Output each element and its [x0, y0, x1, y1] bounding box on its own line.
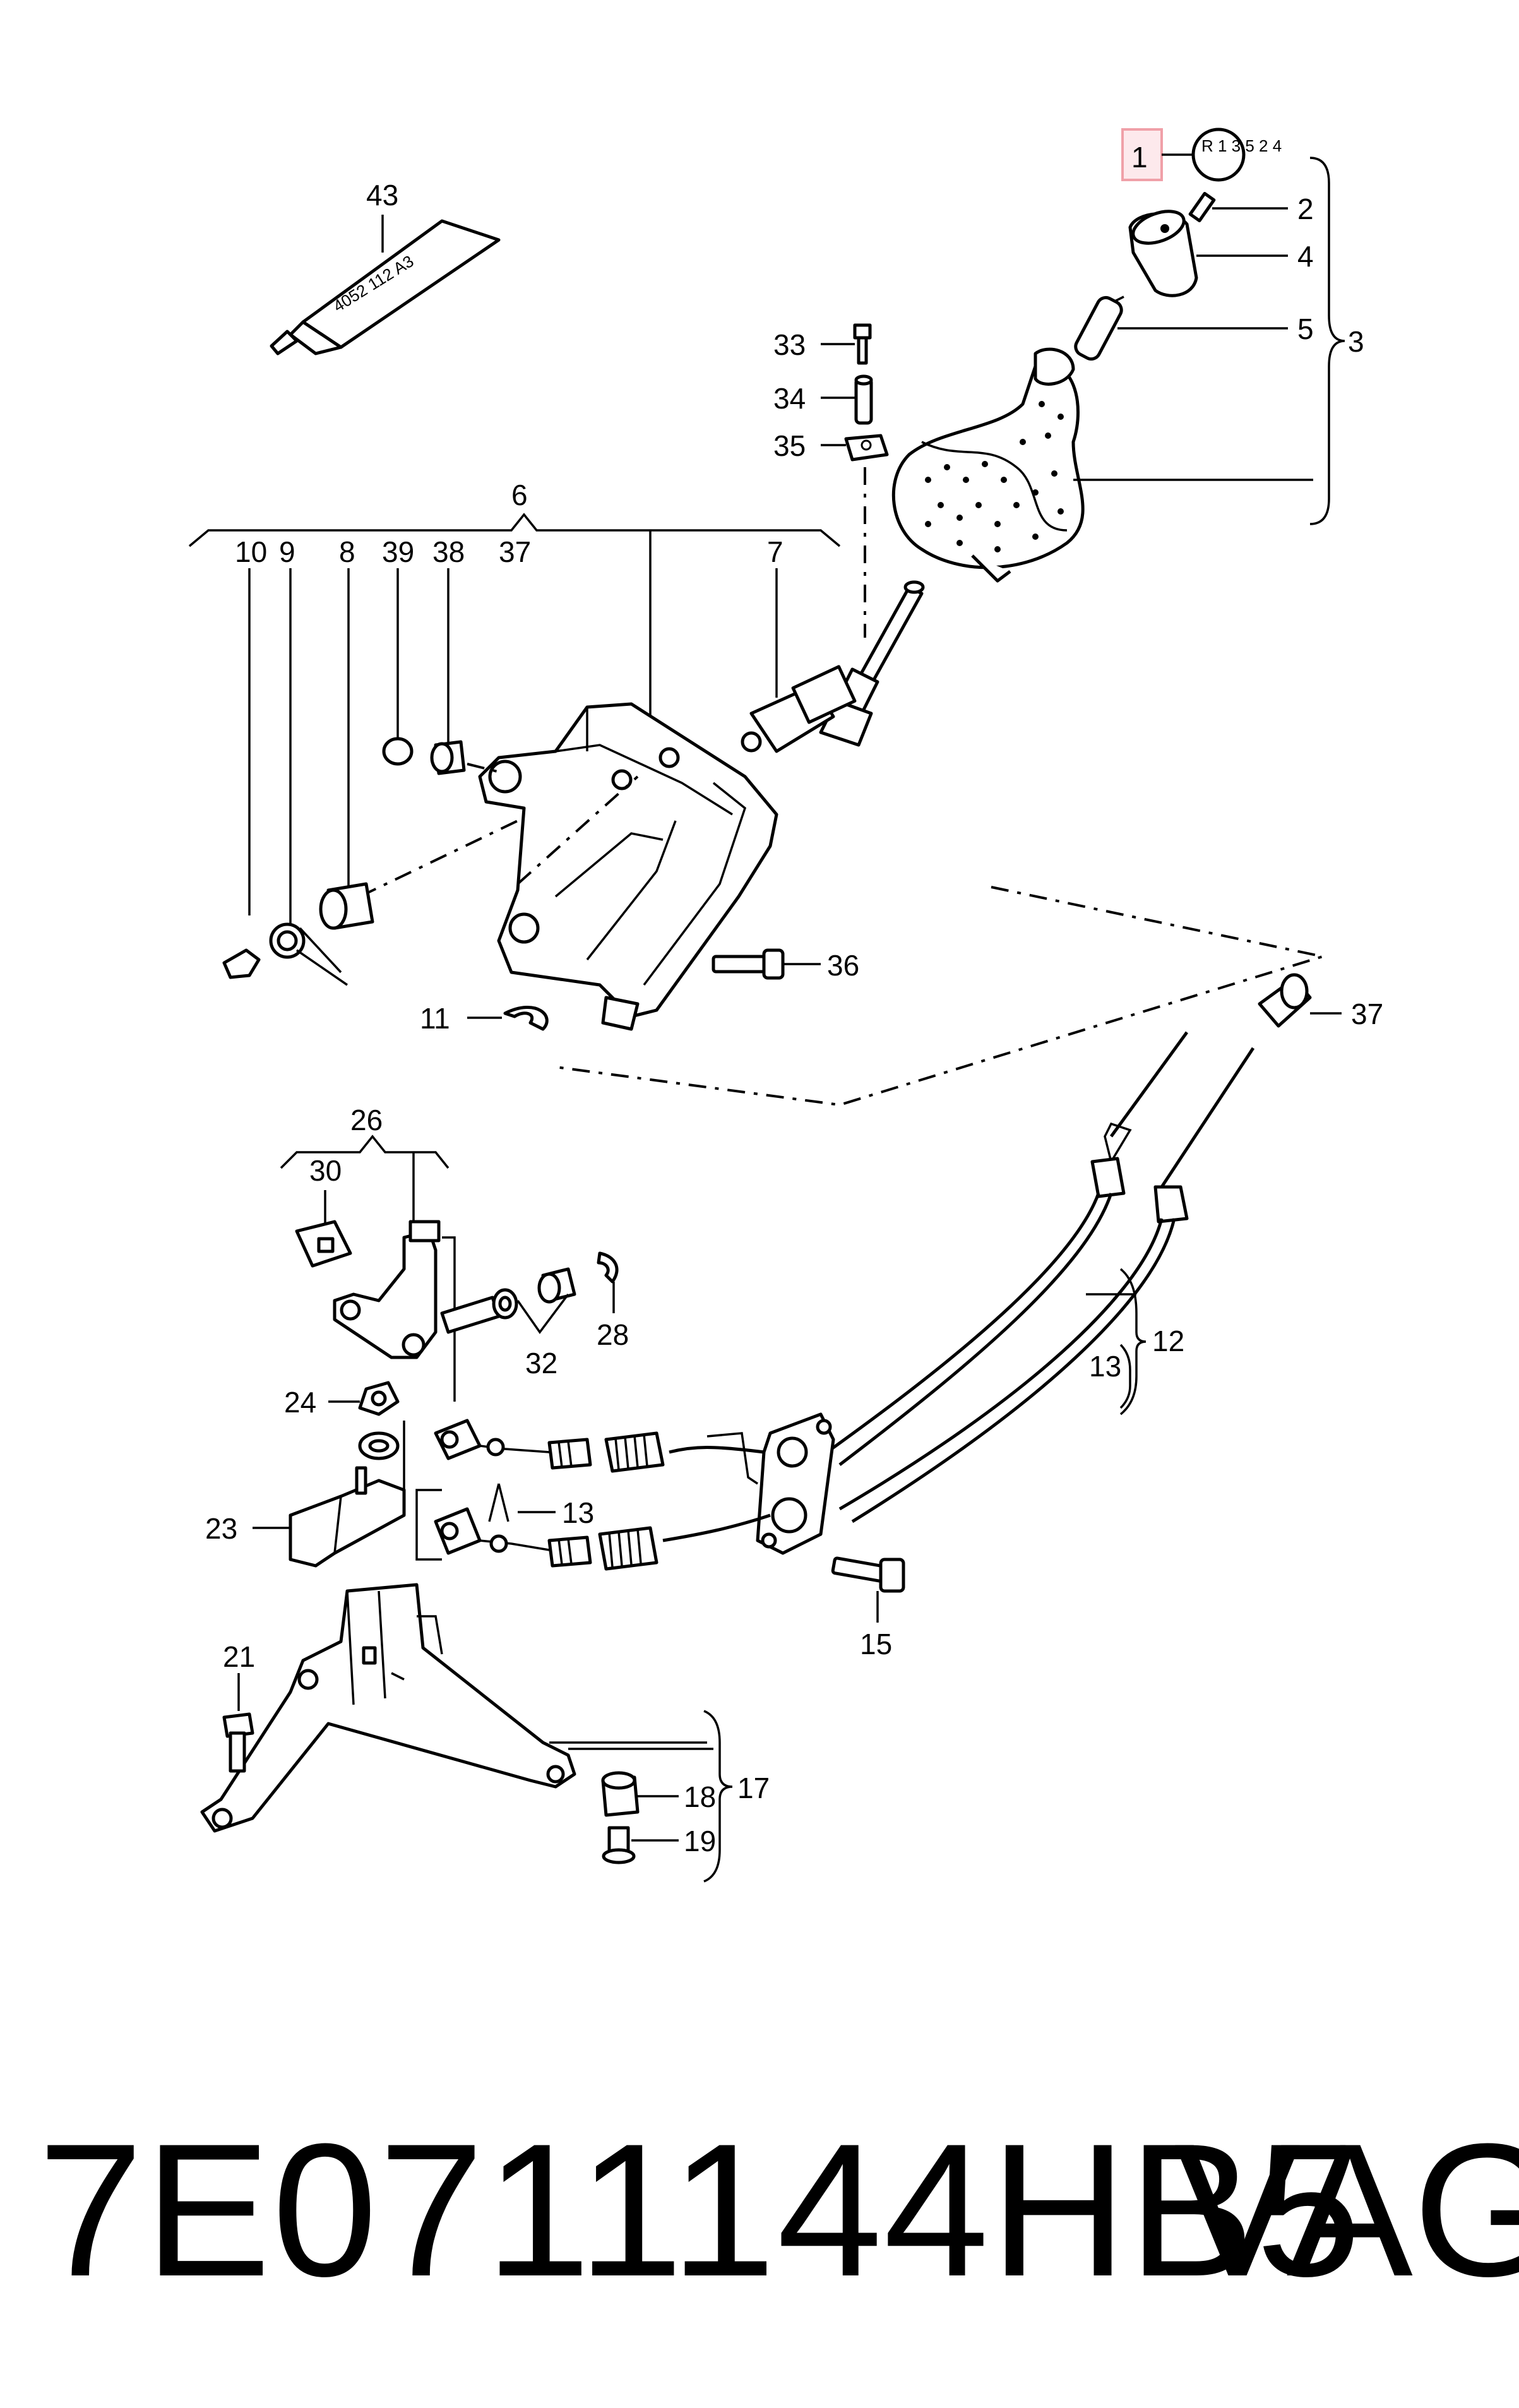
callout-15: 15: [860, 1628, 892, 1660]
cable-eye-lower: [434, 1507, 550, 1555]
shift-boot: [891, 347, 1313, 583]
callout-37-upper: 37: [499, 535, 531, 568]
callout-33: 33: [773, 328, 806, 361]
shift-housing: 36 11: [222, 665, 859, 1035]
knob-cap: [1191, 128, 1246, 182]
cable-fitting-lower: [547, 1526, 658, 1571]
callout-19: 19: [684, 1825, 716, 1857]
group-bracket-6: 6 10 9 8 39 38 37 7: [188, 479, 841, 928]
callout-32: 32: [525, 1347, 557, 1380]
callout-28: 28: [597, 1318, 629, 1351]
callout-18: 18: [684, 1780, 716, 1813]
callout-38: 38: [432, 535, 465, 568]
knob-screw: [1188, 191, 1288, 223]
group-bracket-3: [1309, 157, 1345, 525]
knob-spring: [1074, 295, 1288, 361]
nut-24: [328, 1381, 400, 1416]
cable-end-37: [1258, 973, 1342, 1028]
clip-35: [821, 434, 889, 638]
grommet-plate: [756, 1412, 835, 1555]
clip-28: [597, 1251, 619, 1284]
bush-39: [382, 737, 414, 766]
cable-fitting-upper: [547, 1431, 665, 1473]
callout-6: 6: [511, 479, 528, 511]
callout-34: 34: [773, 382, 806, 415]
cable-eye-upper: [434, 1419, 550, 1460]
grease-tube: 43 4052 112 A3: [270, 179, 501, 355]
callout-8: 8: [339, 535, 355, 568]
clip-11: [503, 1006, 549, 1031]
callout-30: 30: [309, 1154, 342, 1187]
callout-39: 39: [382, 535, 414, 568]
shift-cables: 37 12 13 15: [403, 973, 1383, 1660]
bracket-23: [253, 1466, 406, 1568]
callout-13-upper: 13: [1089, 1350, 1121, 1383]
sleeve-34: [821, 374, 873, 425]
lever-plate: [333, 1229, 438, 1359]
callout-43: 43: [366, 179, 398, 212]
bolt-36: [712, 948, 821, 980]
callout-5: 5: [1297, 313, 1314, 345]
callout-17: 17: [737, 1772, 770, 1804]
callout-1-highlight: [1121, 128, 1163, 181]
callout-37-lower: 37: [1351, 998, 1383, 1030]
footer: 7E0711144HB5 VAG: [38, 2083, 1519, 2336]
callout-4: 4: [1297, 240, 1314, 273]
sleeve-19: [602, 1826, 679, 1864]
dashed-frame: [555, 886, 1323, 1107]
part-number: 7E0711144HB5: [38, 2104, 1362, 2316]
shift-lever: [819, 580, 925, 747]
callout-9: 9: [279, 535, 295, 568]
callout-2: 2: [1297, 193, 1314, 225]
callout-12: 12: [1152, 1325, 1184, 1357]
callout-13-lower: 13: [562, 1496, 594, 1529]
spring-9: [269, 922, 348, 986]
lower-bracket-group: 21 18 19 17: [200, 1583, 770, 1883]
callout-11: 11: [420, 1002, 450, 1035]
bolt-15: [831, 1556, 905, 1623]
brand-name: VAG: [1174, 2104, 1519, 2316]
support-bracket: [200, 1583, 576, 1833]
callout-24: 24: [284, 1386, 316, 1419]
callout-26: 26: [350, 1104, 383, 1136]
callout-3: 3: [1348, 325, 1364, 358]
knob-gear-pattern: R 1 3 5 2 4: [1201, 136, 1282, 155]
selector-lever-group: 26 30 32 28 24: [205, 1104, 629, 1568]
bush-18: [601, 1771, 679, 1817]
bolt-33: [821, 323, 872, 365]
callout-35: 35: [773, 429, 806, 462]
callout-23: 23: [205, 1512, 237, 1545]
callout-36: 36: [827, 949, 859, 982]
bolt-21: [222, 1673, 254, 1773]
gear-knob-assembly: 1 R 1 3 5 2 4 2 4 5 3: [773, 128, 1364, 747]
clip-10: [222, 948, 261, 979]
callout-21: 21: [223, 1640, 255, 1673]
callout-10: 10: [235, 535, 267, 568]
callout-7: 7: [767, 535, 783, 568]
callout-1: 1: [1131, 141, 1148, 174]
clip-13: [488, 1483, 509, 1522]
